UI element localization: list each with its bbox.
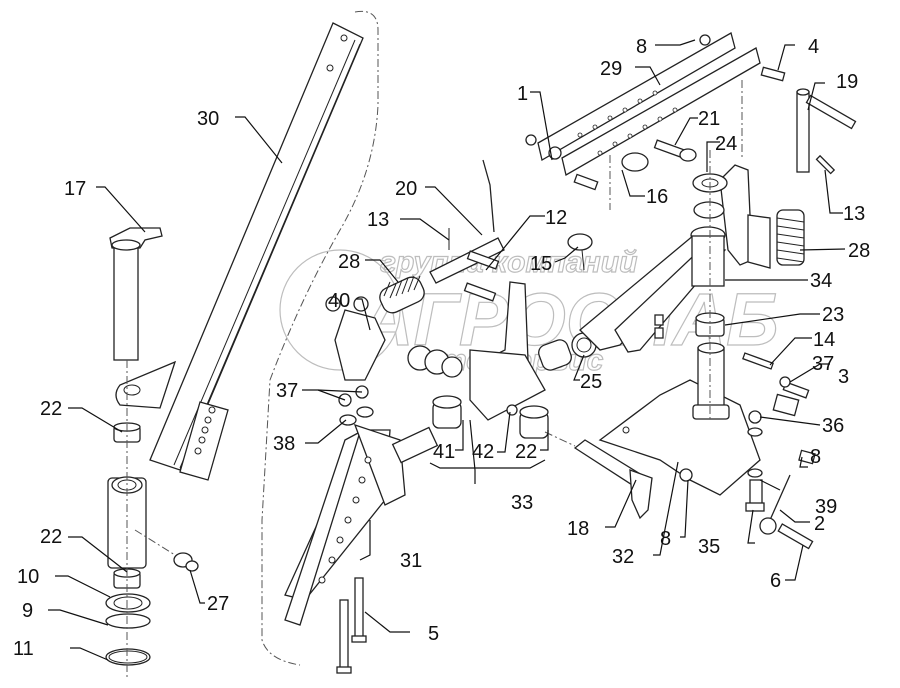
hardware-right: [742, 352, 816, 550]
callout-9: 9: [22, 600, 33, 622]
callout-28: 28: [848, 240, 870, 262]
callout-22: 22: [515, 441, 537, 463]
rails-29: [525, 32, 786, 210]
callout-10: 10: [17, 566, 39, 588]
spring-28-right: [776, 209, 805, 266]
callout-31: 31: [400, 550, 422, 572]
callout-34: 34: [810, 270, 832, 292]
frame-beam: [107, 22, 364, 569]
callout-29: 29: [600, 58, 622, 80]
pivot-arm-34: [579, 164, 771, 353]
callout-23: 23: [822, 304, 844, 326]
callout-39: 39: [815, 496, 837, 518]
pin-21-clip-16: [621, 139, 697, 172]
callout-11: 11: [13, 638, 34, 660]
callout-5: 5: [428, 623, 439, 645]
callout-36: 36: [822, 415, 844, 437]
callout-33: 33: [511, 492, 533, 514]
callout-17: 17: [64, 178, 86, 200]
callout-labels: 8 4 29 19 1 21 24 16 13 30 17 20 13 12 2…: [13, 36, 870, 660]
callout-37: 37: [812, 353, 834, 375]
callout-15: 15: [530, 253, 552, 275]
callout-30: 30: [197, 108, 219, 130]
callout-2: 2: [814, 513, 825, 535]
callout-32: 32: [612, 546, 634, 568]
callout-21: 21: [698, 108, 720, 130]
group-bracket: [429, 459, 546, 469]
callout-16: 16: [646, 186, 668, 208]
callout-37: 37: [276, 380, 298, 402]
callout-4: 4: [808, 36, 819, 58]
callout-19: 19: [836, 71, 858, 93]
callout-41: 41: [433, 441, 455, 463]
callout-13: 13: [367, 209, 389, 231]
callout-13: 13: [843, 203, 865, 225]
callout-22: 22: [40, 526, 62, 548]
callout-1: 1: [517, 83, 528, 105]
callout-6: 6: [770, 570, 781, 592]
watermark-line1: группа компаний: [380, 246, 637, 279]
pin-19: [796, 88, 857, 175]
callout-38: 38: [273, 433, 295, 455]
phantom-outline: [261, 10, 379, 666]
callout-35: 35: [698, 536, 720, 558]
callout-25: 25: [580, 371, 602, 393]
callout-14: 14: [813, 329, 835, 351]
callout-27: 27: [207, 593, 229, 615]
lever-20: [429, 159, 505, 302]
pin-15: [567, 233, 593, 271]
callout-42: 42: [472, 441, 494, 463]
bushing-23: [692, 150, 730, 420]
callout-20: 20: [395, 178, 417, 200]
left-bushings: [105, 360, 151, 680]
callout-8: 8: [810, 446, 821, 468]
callout-8: 8: [636, 36, 647, 58]
callout-40: 40: [328, 290, 350, 312]
grease-nipple: [134, 529, 199, 572]
callout-22: 22: [40, 398, 62, 420]
spring-28-left: [379, 275, 425, 314]
leader-lines: [48, 39, 846, 661]
callout-12: 12: [545, 207, 567, 229]
callout-24: 24: [715, 133, 737, 155]
callout-3: 3: [838, 366, 849, 388]
callout-8: 8: [660, 528, 671, 550]
pin-17: [109, 227, 163, 361]
callout-18: 18: [567, 518, 589, 540]
callout-28: 28: [338, 251, 360, 273]
bracket-40: [334, 309, 386, 381]
arm-31: [284, 423, 439, 674]
